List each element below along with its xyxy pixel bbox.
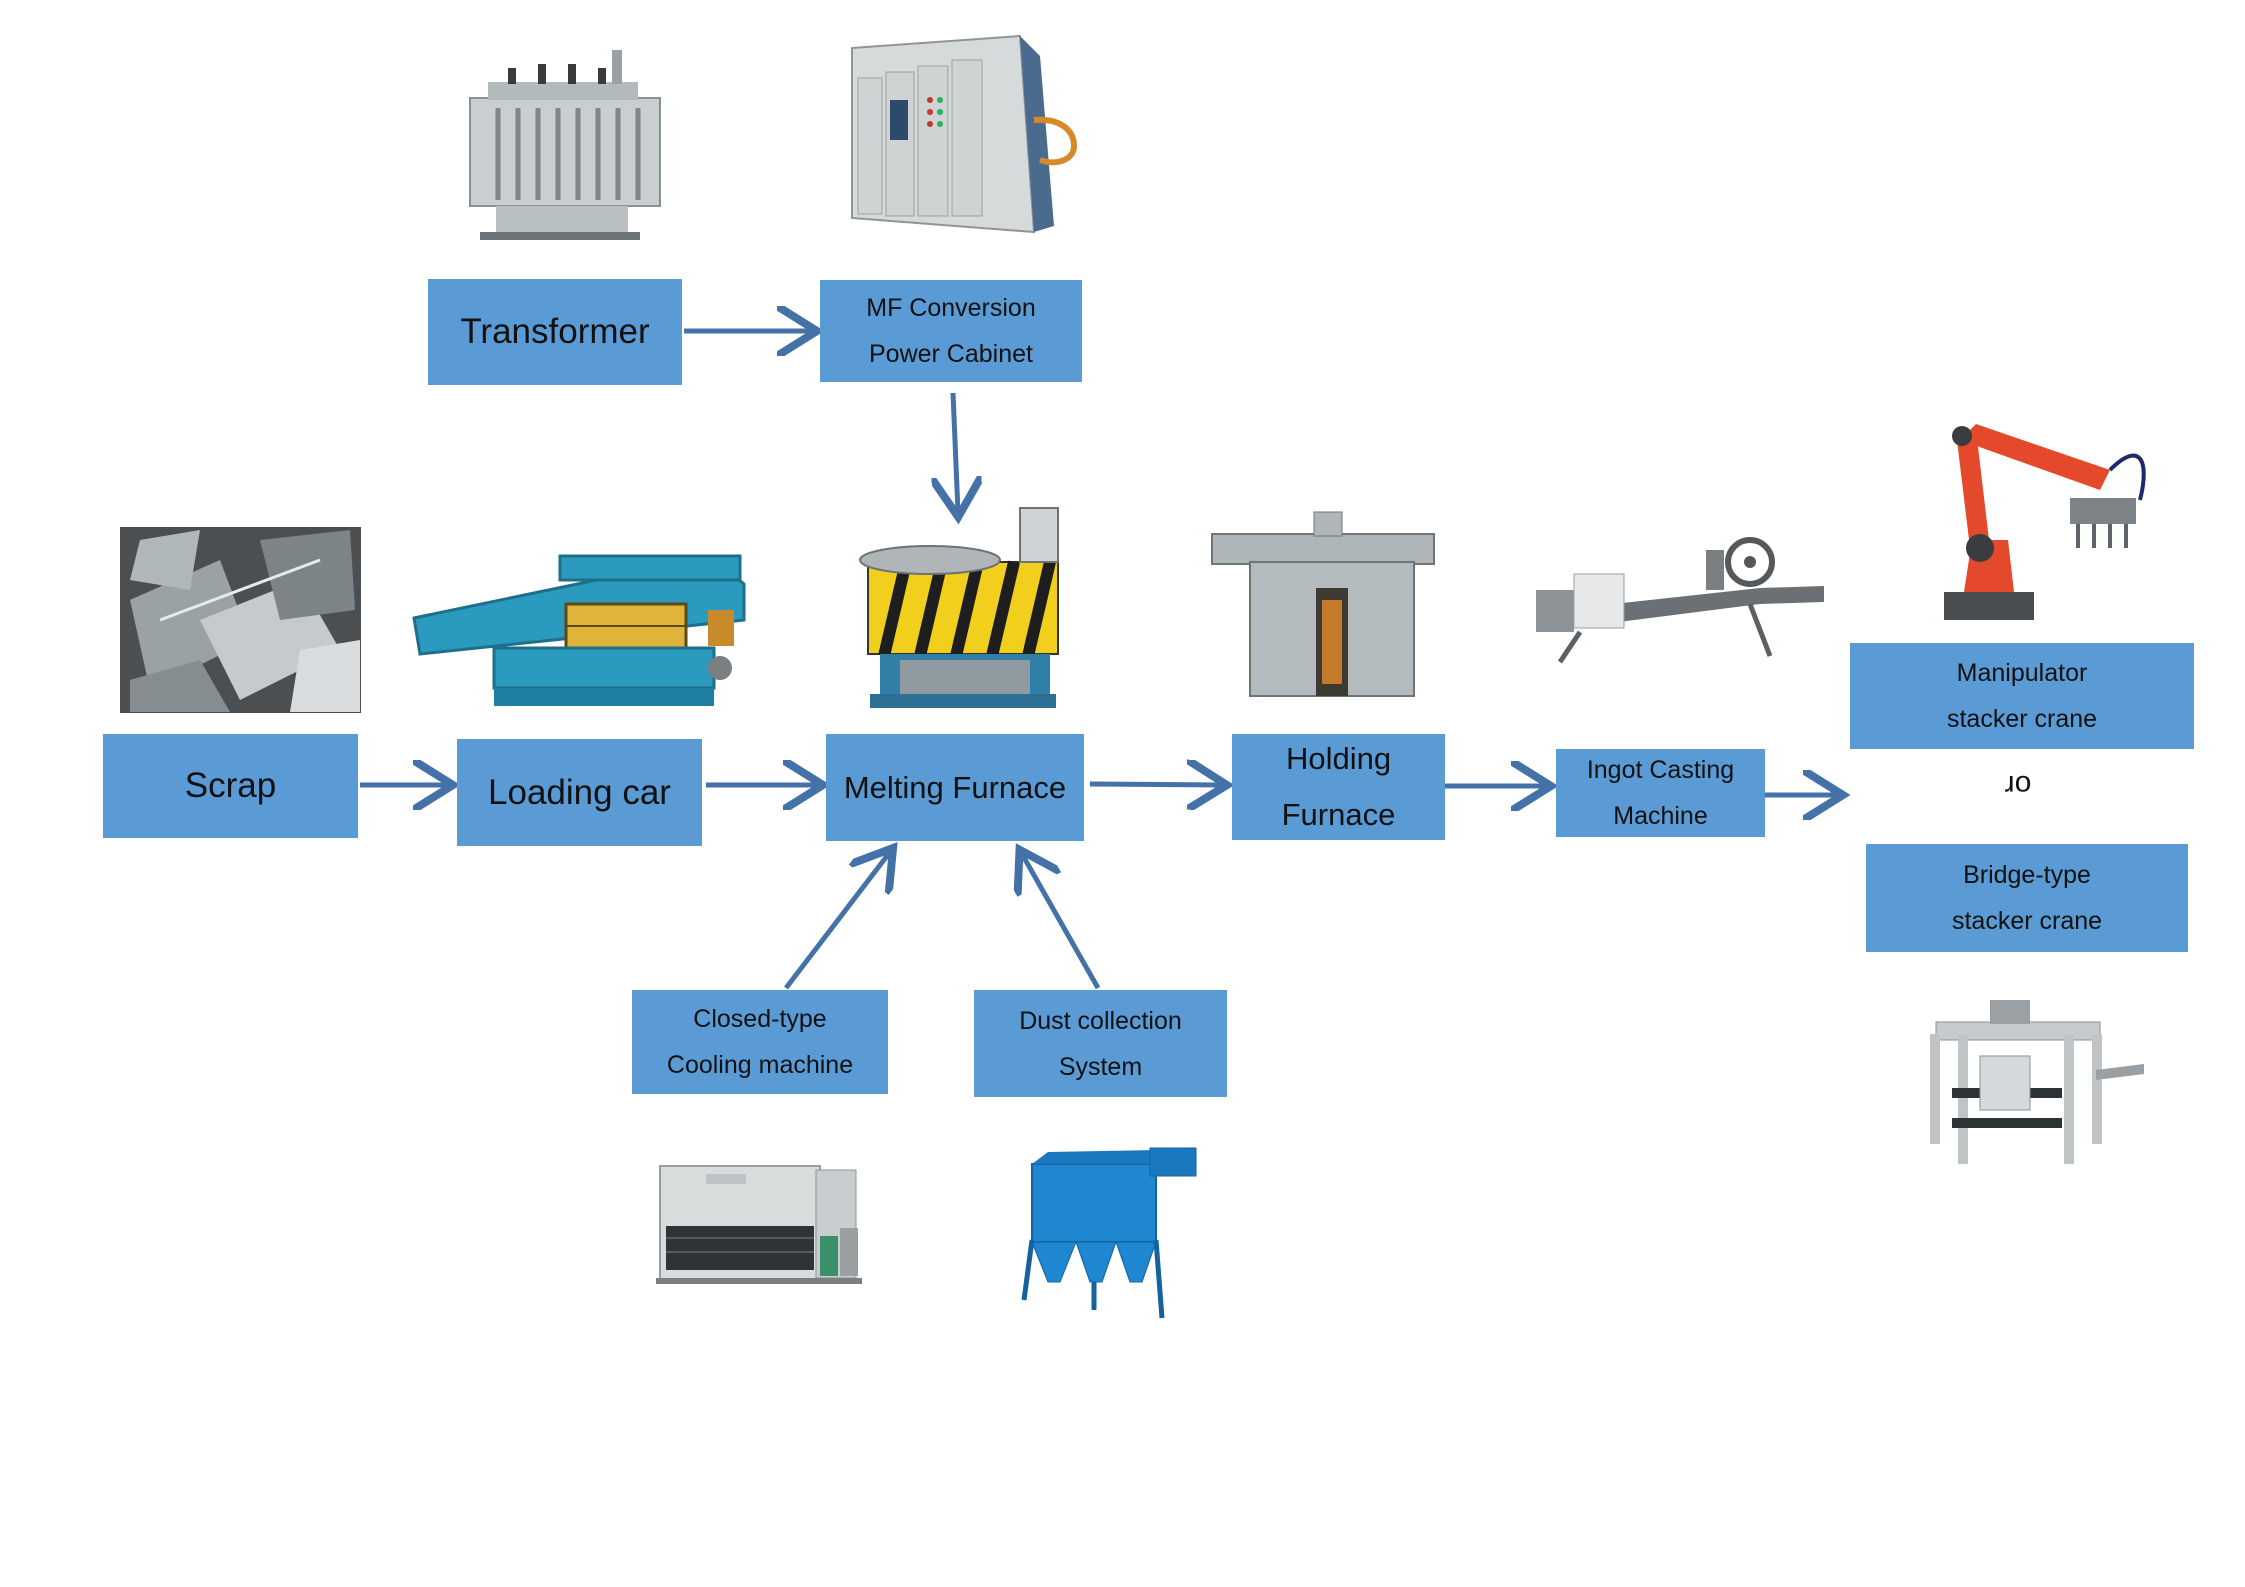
dust-label-2: System [1058, 1052, 1143, 1081]
mf-cabinet-label-1: MF Conversion [866, 294, 1036, 322]
transformer-box[interactable]: Transformer [428, 279, 682, 385]
cooling-box[interactable]: Closed-type Cooling machine [632, 990, 888, 1094]
mf-cabinet-label-2: Power Cabinet [869, 340, 1033, 368]
manipulator-box[interactable]: Manipulator stacker crane [1850, 643, 2194, 749]
loading-car-label: Loading car [488, 772, 671, 812]
loading-car-box[interactable]: Loading car [457, 739, 702, 846]
dust-collector-image [1021, 1147, 1197, 1319]
flow-arrows [360, 331, 1838, 990]
holding-furnace-image [1211, 511, 1435, 697]
arrow-cooling-to-melting [784, 852, 890, 990]
or-separator: or [2004, 769, 2032, 802]
manipulator-label-1: Manipulator [1956, 659, 2088, 687]
mf-cabinet-box[interactable]: MF Conversion Power Cabinet [820, 280, 1082, 382]
scrap-box[interactable]: Scrap [103, 734, 358, 838]
bridge-crane-label-2: stacker crane [1951, 907, 2103, 935]
ingot-casting-box[interactable]: Ingot Casting Machine [1556, 749, 1765, 837]
robot-arm-image [1944, 424, 2146, 620]
vibrating-feeder-image [412, 554, 746, 706]
bridge-crane-image [1930, 1000, 2144, 1164]
holding-furnace-box[interactable]: Holding Furnace [1232, 734, 1445, 840]
ingot-casting-label-2: Machine [1613, 802, 1708, 830]
arrow-melting-to-holding [1089, 784, 1222, 785]
bridge-crane-box[interactable]: Bridge-type stacker crane [1866, 844, 2188, 952]
arrow-cabinet-to-melting [953, 392, 958, 512]
bridge-crane-label-1: Bridge-type [1963, 861, 2091, 889]
power-cabinet-image [851, 34, 1078, 234]
holding-furnace-label-1: Holding [1285, 741, 1392, 776]
scrap-metal-image [120, 527, 361, 713]
melting-furnace-box[interactable]: Melting Furnace [826, 734, 1084, 841]
melting-furnace-label: Melting Furnace [843, 769, 1067, 805]
dust-box[interactable]: Dust collection System [974, 990, 1227, 1097]
arrow-dust-to-melting [1022, 854, 1101, 990]
cooling-label-1: Closed-type [693, 1005, 827, 1033]
scrap-label: Scrap [184, 766, 277, 805]
transformer-image [469, 50, 661, 240]
manipulator-label-2: stacker crane [1946, 705, 2098, 733]
dust-label-1: Dust collection [1019, 1006, 1182, 1035]
ingot-casting-machine-image [1536, 537, 1824, 664]
melting-furnace-image [859, 507, 1059, 708]
cooling-tower-image [656, 1165, 862, 1284]
transformer-label: Transformer [460, 312, 650, 351]
cooling-label-2: Cooling machine [666, 1051, 854, 1079]
holding-furnace-label-2: Furnace [1281, 797, 1396, 832]
ingot-casting-label-1: Ingot Casting [1586, 756, 1735, 784]
